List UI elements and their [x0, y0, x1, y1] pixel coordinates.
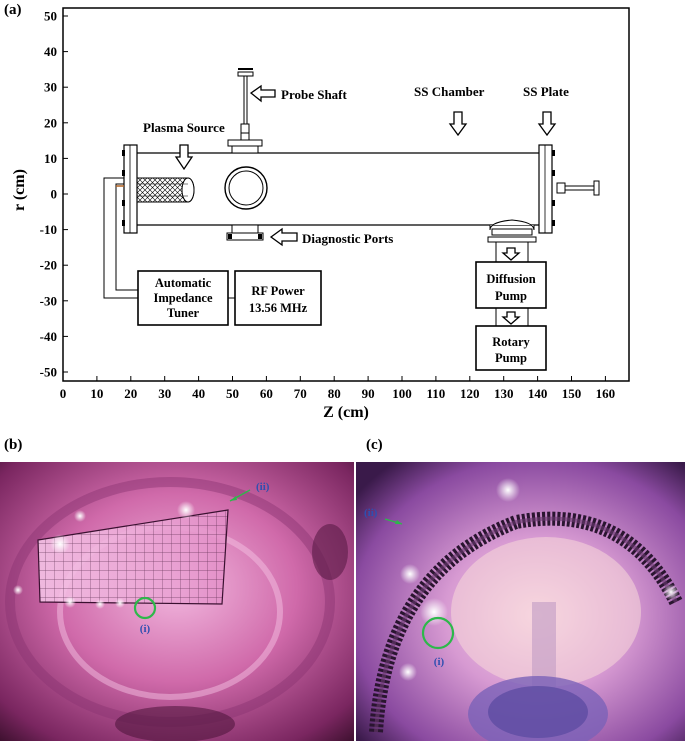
- panel-label-c: (c): [366, 437, 383, 453]
- ss-plate-label: SS Plate: [523, 84, 569, 99]
- x-tick-label: 120: [460, 386, 480, 401]
- y-tick-label: 40: [44, 44, 57, 59]
- pumping-port: [487, 219, 537, 326]
- plasma-source-mesh: [136, 177, 195, 203]
- x-tick-label: 0: [60, 386, 67, 401]
- y-tick-label: -30: [40, 293, 57, 308]
- x-tick-label: 110: [427, 386, 446, 401]
- photo-b-mark-i: (i): [140, 623, 151, 635]
- diagnostic-port: [226, 224, 264, 241]
- ss-chamber: [136, 152, 543, 226]
- panel-label-b: (b): [4, 437, 23, 453]
- y-axis-ticks: 50 40 30 20 10 0 -10 -20 -30 -40 -50: [40, 9, 68, 380]
- photo-b-mark-ii: (ii): [256, 481, 270, 493]
- photo-c-mark-ii: (ii): [364, 507, 378, 519]
- ss-chamber-arrow: [448, 111, 468, 137]
- photo-c-marker-circle: [421, 616, 455, 650]
- svg-text:Impedance: Impedance: [153, 291, 212, 305]
- x-tick-label: 160: [596, 386, 616, 401]
- x-tick-label: 20: [124, 386, 137, 401]
- rf-feed-line: [103, 177, 138, 299]
- ss-chamber-label: SS Chamber: [414, 84, 485, 99]
- diffusion-pump-box: Diffusion Pump: [475, 261, 547, 309]
- x-tick-label: 50: [226, 386, 239, 401]
- svg-text:Pump: Pump: [495, 289, 527, 303]
- rotary-flow-arrow: [501, 311, 521, 325]
- x-tick-label: 90: [362, 386, 375, 401]
- svg-text:13.56 MHz: 13.56 MHz: [249, 301, 308, 315]
- photo-c-plasma-source: (i) (ii): [356, 462, 685, 741]
- plasma-source-arrow: [174, 144, 194, 171]
- y-tick-label: -10: [40, 222, 57, 237]
- ss-plate: [538, 144, 600, 234]
- y-tick-label: -20: [40, 258, 57, 273]
- x-tick-label: 10: [90, 386, 103, 401]
- svg-text:RF Power: RF Power: [251, 284, 305, 298]
- y-tick-label: -40: [40, 329, 57, 344]
- x-tick-label: 70: [294, 386, 307, 401]
- svg-text:Rotary: Rotary: [492, 335, 530, 349]
- photo-divider: [354, 462, 356, 741]
- x-tick-label: 100: [392, 386, 412, 401]
- left-flange: [122, 144, 138, 234]
- photo-b-plasma-source: (i) (ii): [0, 462, 354, 741]
- plasma-source-label: Plasma Source: [143, 120, 225, 135]
- svg-text:Tuner: Tuner: [167, 306, 200, 320]
- x-axis-label: Z (cm): [323, 404, 369, 421]
- impedance-tuner-box: Automatic Impedance Tuner: [137, 270, 229, 326]
- photo-c-mark-i: (i): [434, 656, 445, 668]
- x-tick-label: 60: [260, 386, 273, 401]
- diagnostic-ports-arrow: [269, 227, 298, 247]
- pump-flow-arrow: [501, 247, 521, 261]
- y-tick-label: 20: [44, 115, 57, 130]
- x-tick-label: 130: [494, 386, 514, 401]
- x-tick-label: 40: [192, 386, 205, 401]
- y-axis-label: r (cm): [11, 169, 28, 211]
- y-tick-label: 10: [44, 151, 57, 166]
- photo-b-marker-circle: [133, 596, 157, 620]
- y-tick-label: 0: [51, 187, 58, 202]
- central-viewport: [224, 166, 268, 210]
- rf-power-box: RF Power 13.56 MHz: [234, 270, 322, 326]
- y-tick-label: -50: [40, 365, 57, 380]
- x-tick-label: 30: [158, 386, 171, 401]
- y-tick-label: 50: [44, 9, 57, 24]
- x-tick-label: 140: [528, 386, 548, 401]
- diagnostic-ports-label: Diagnostic Ports: [302, 231, 393, 246]
- svg-text:Pump: Pump: [495, 351, 527, 365]
- y-tick-label: 30: [44, 80, 57, 95]
- x-tick-label: 150: [562, 386, 582, 401]
- rotary-pump-box: Rotary Pump: [475, 325, 547, 371]
- x-tick-label: 80: [328, 386, 341, 401]
- svg-text:Diffusion: Diffusion: [486, 272, 535, 286]
- probe-shaft: [227, 68, 263, 154]
- probe-shaft-arrow: [249, 84, 276, 103]
- x-axis-ticks: 0 10 20 30 40 50 60 70 80 90 100 110 120 130 140 150 160: [60, 376, 615, 401]
- svg-text:Automatic: Automatic: [155, 276, 212, 290]
- panel-label-a: (a): [4, 2, 22, 18]
- ss-plate-arrow: [537, 111, 557, 137]
- probe-shaft-label: Probe Shaft: [281, 87, 348, 102]
